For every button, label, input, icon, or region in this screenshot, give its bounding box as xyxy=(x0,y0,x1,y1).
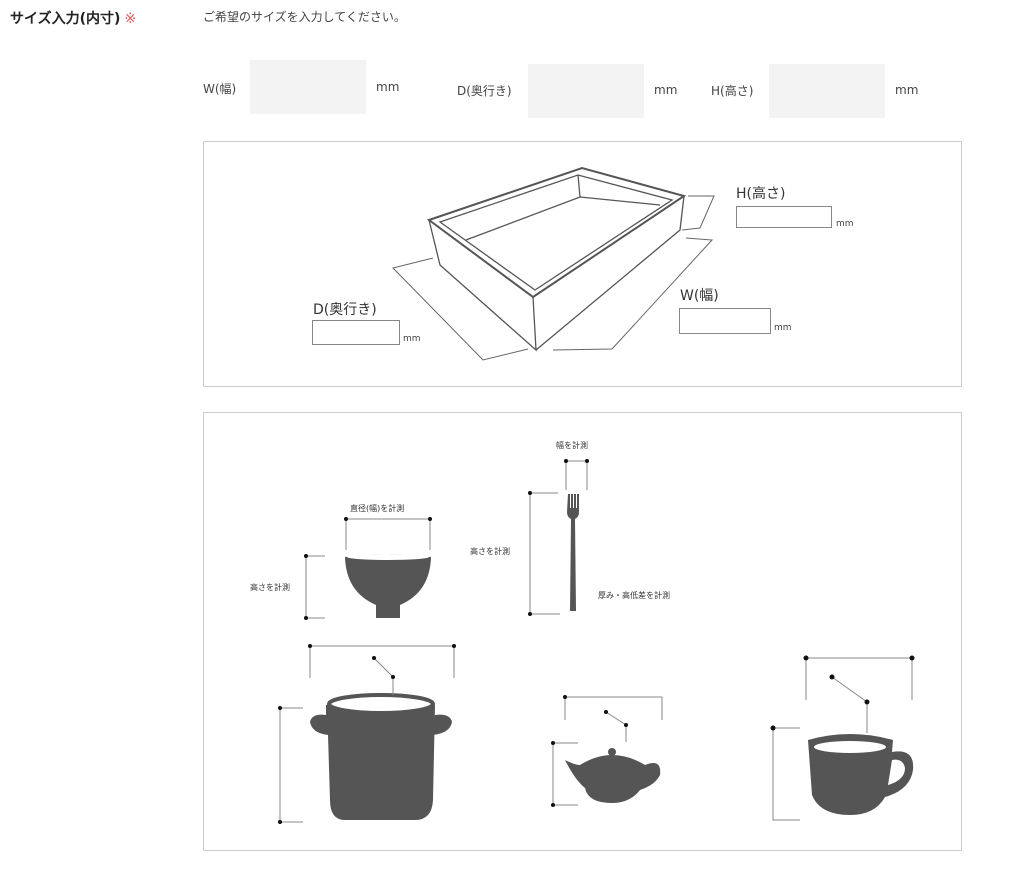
field-title: サイズ入力(内寸)※ xyxy=(10,8,136,28)
measurement-guide-panel xyxy=(203,412,962,851)
fork-icon xyxy=(567,494,579,611)
bowl-width-caption: 直径(幅)を計測 xyxy=(350,504,405,513)
diagram-depth-input[interactable] xyxy=(312,320,400,345)
depth-input[interactable] xyxy=(528,64,644,118)
diagram-width-input[interactable] xyxy=(679,308,771,334)
depth-label: D(奥行き) xyxy=(457,84,512,98)
width-unit: mm xyxy=(376,80,400,94)
width-label: W(幅) xyxy=(203,82,237,96)
dimension-lines xyxy=(392,195,715,361)
height-input[interactable] xyxy=(769,64,885,118)
depth-unit: mm xyxy=(654,83,678,97)
diagram-depth-label: D(奥行き) xyxy=(313,302,377,318)
box-diagram-panel xyxy=(203,141,962,387)
diagram-depth-unit: mm xyxy=(403,334,421,344)
fork-width-caption: 幅を計測 xyxy=(556,441,588,450)
width-input[interactable] xyxy=(250,60,366,114)
mug-icon xyxy=(808,734,914,815)
bowl-icon xyxy=(345,554,431,618)
field-title-text: サイズ入力(内寸) xyxy=(10,11,121,27)
diagram-height-label: H(高さ) xyxy=(736,186,786,202)
height-label: H(高さ) xyxy=(711,84,754,98)
pot-icon xyxy=(310,697,452,820)
tableware-icons xyxy=(310,494,914,820)
diagram-width-label: W(幅) xyxy=(680,288,719,304)
teapot-icon xyxy=(565,755,661,803)
required-mark: ※ xyxy=(124,11,137,27)
diagram-height-input[interactable] xyxy=(736,206,832,228)
diagram-height-unit: mm xyxy=(836,219,854,229)
instruction-text: ご希望のサイズを入力してください。 xyxy=(203,10,406,24)
diagram-width-unit: mm xyxy=(774,323,792,333)
tray-illustration xyxy=(426,166,687,352)
guide-dots xyxy=(278,459,915,824)
fork-height-caption: 高さを計測 xyxy=(470,547,510,556)
bowl-height-caption: 高さを計測 xyxy=(250,583,290,592)
fork-thickness-caption: 厚み・高低差を計測 xyxy=(598,591,670,600)
height-unit: mm xyxy=(895,83,919,97)
